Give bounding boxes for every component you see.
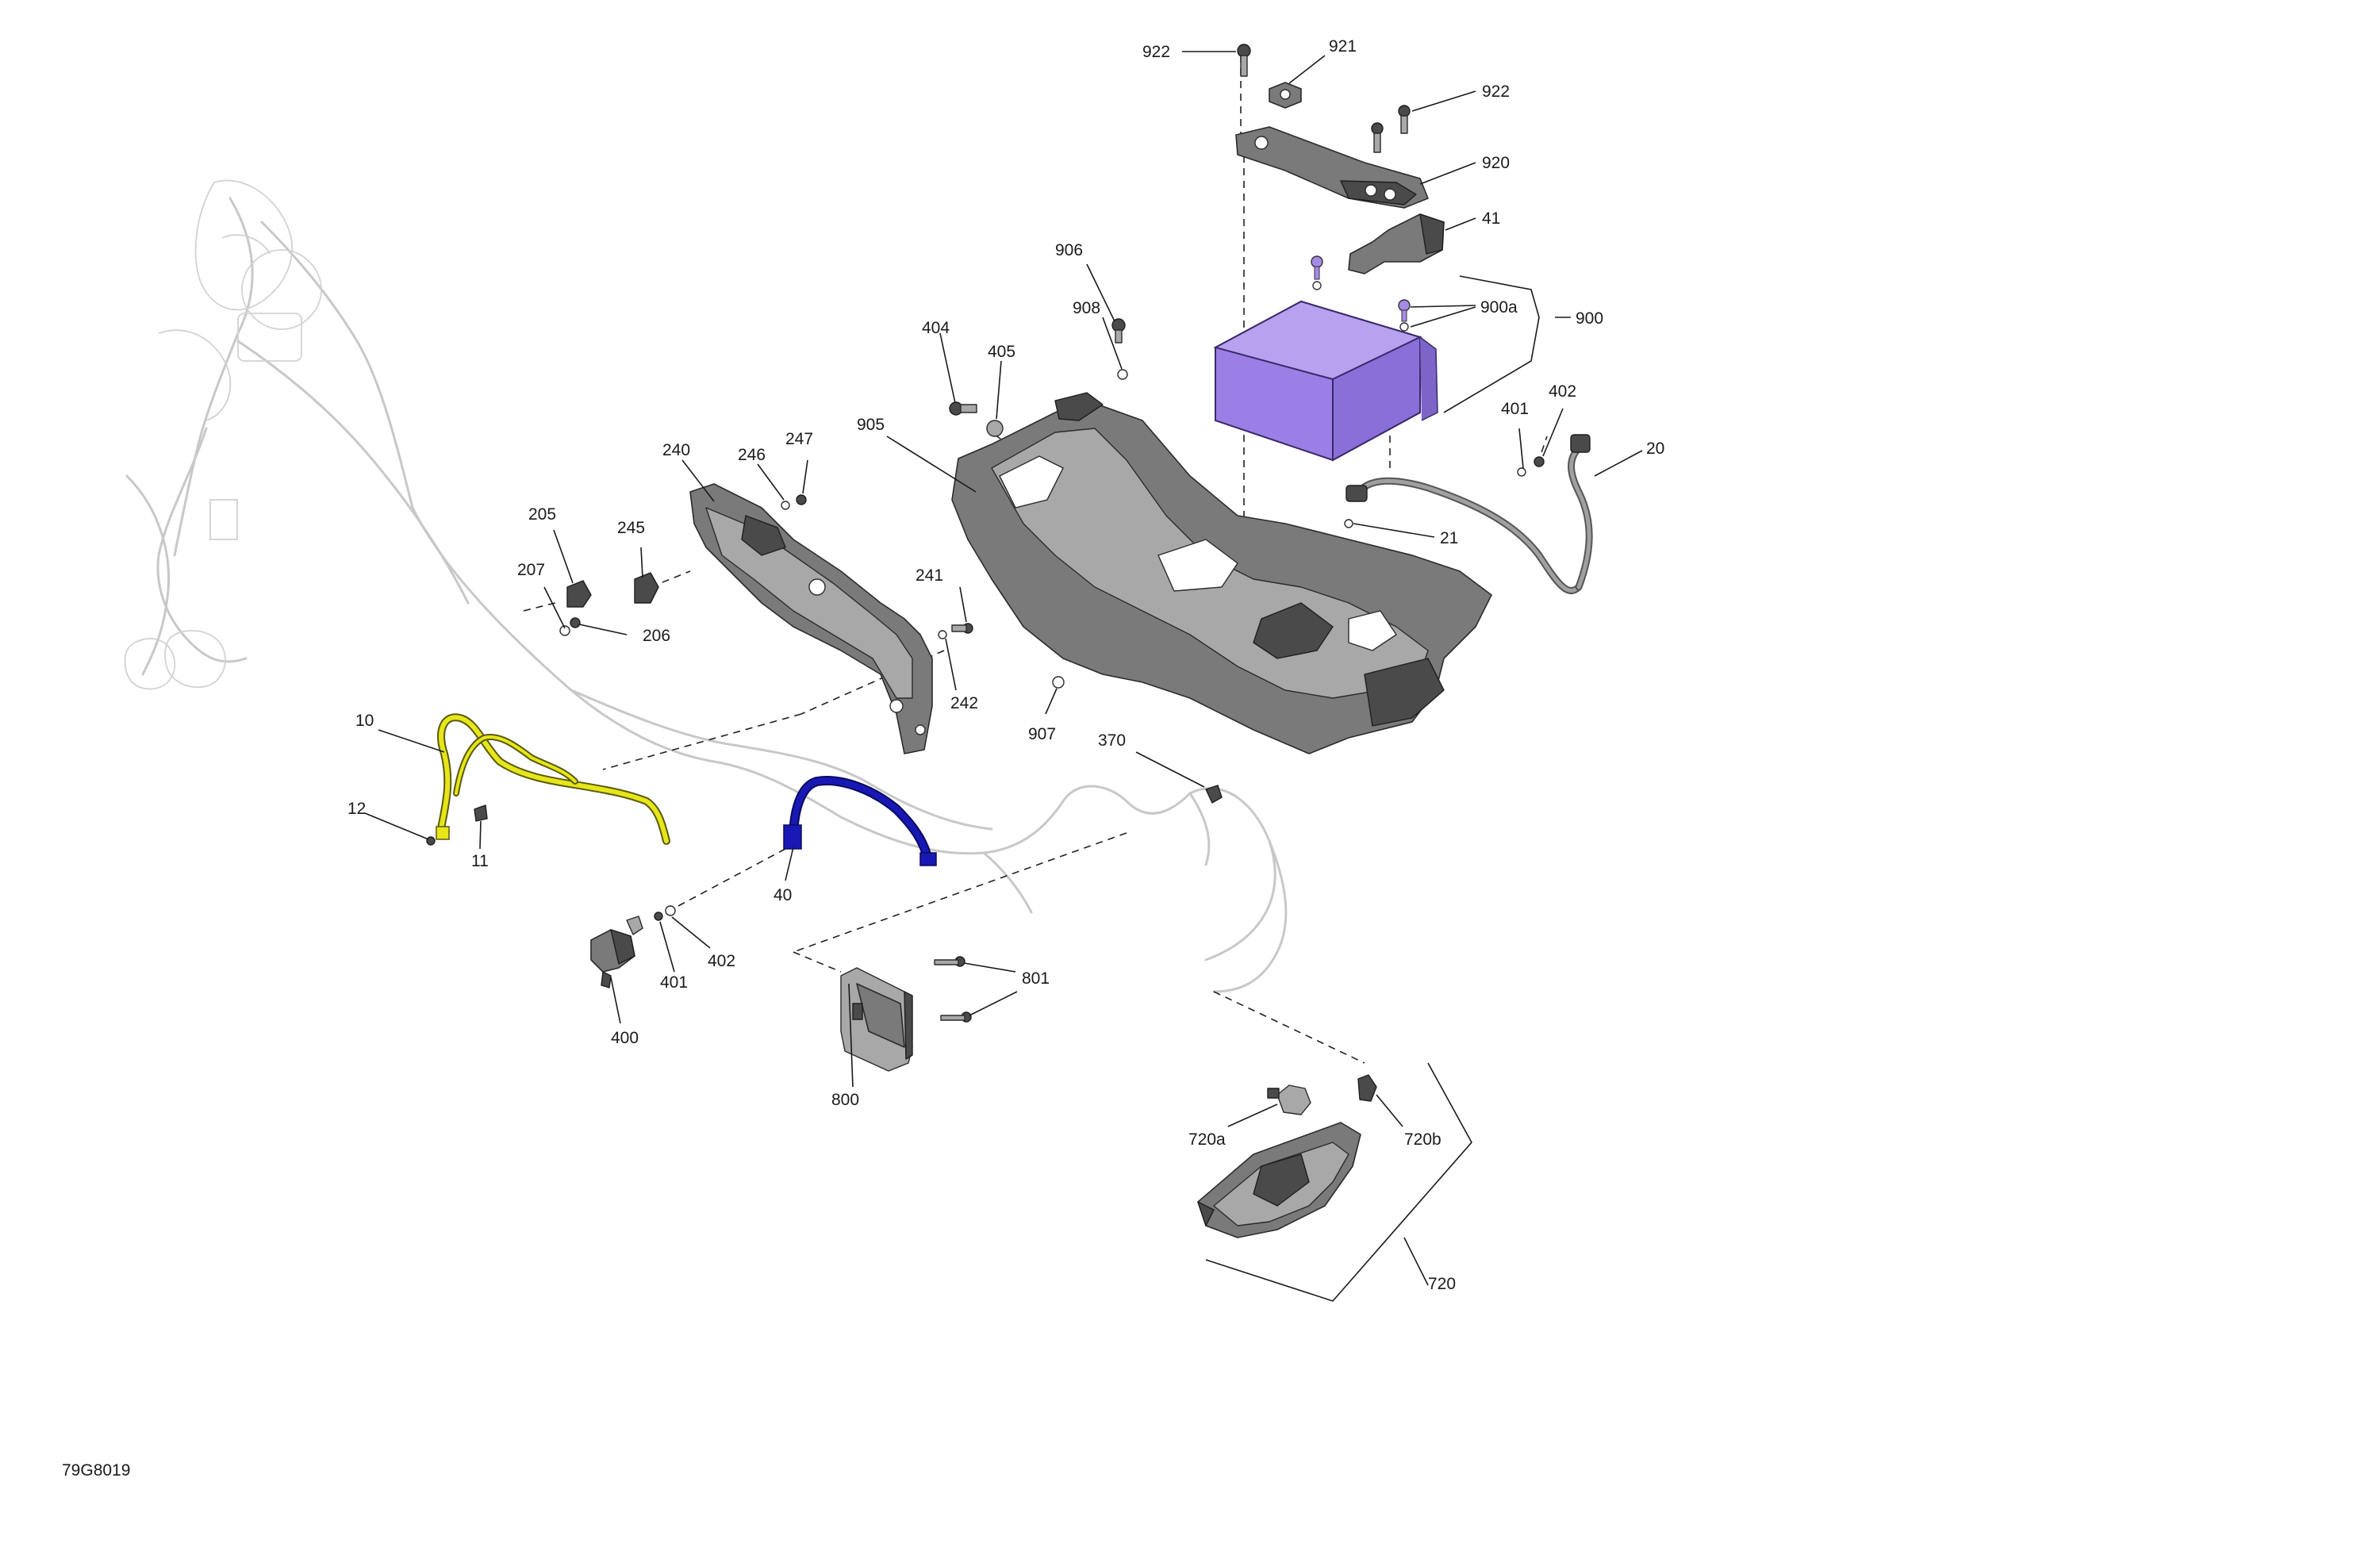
callout-400: 400: [611, 1029, 639, 1047]
callout-205: 205: [528, 505, 556, 524]
terminal-cover-41: [1348, 213, 1445, 274]
battery-900: [1213, 300, 1438, 462]
callout-922: 922: [1142, 43, 1170, 61]
callout-720: 720: [1428, 1275, 1456, 1293]
callout-labels: 922 921 922 920 41 900a 900 906 908 404 …: [347, 37, 1664, 1293]
terminal-screw-900a: [1311, 255, 1411, 332]
callout-801: 801: [1022, 969, 1050, 988]
callout-900: 900: [1576, 309, 1603, 328]
callout-10: 10: [355, 712, 374, 730]
callout-921: 921: [1329, 37, 1357, 56]
module-screws-801: [934, 956, 972, 1023]
callout-405: 405: [988, 343, 1015, 361]
nuts-401-402: [654, 905, 676, 921]
leader-lines: [364, 51, 1643, 1302]
callout-720b: 720b: [1404, 1130, 1441, 1149]
callout-245: 245: [617, 519, 645, 537]
ground-cable-10: [426, 713, 670, 846]
callout-20: 20: [1646, 439, 1664, 458]
callout-920: 920: [1482, 154, 1510, 172]
callout-11: 11: [471, 852, 489, 870]
callout-207: 207: [517, 561, 545, 579]
bracket-nut-921: [1269, 82, 1302, 109]
callout-906: 906: [1055, 241, 1083, 259]
callout-800: 800: [831, 1091, 859, 1109]
drawing-reference-number: 79G8019: [62, 1461, 131, 1480]
callout-21: 21: [1440, 529, 1458, 547]
battery-cable-20: [1344, 434, 1593, 594]
callout-12: 12: [347, 800, 366, 818]
callout-240: 240: [662, 441, 690, 459]
ghost-wiring-harness: [124, 179, 1288, 993]
holder-bolts: [949, 318, 1128, 689]
callout-242: 242: [950, 694, 978, 712]
bolt-922-left: [1237, 44, 1251, 77]
harness-bracket-240: [689, 483, 933, 754]
callout-246: 246: [738, 446, 766, 464]
connector-370: [1205, 785, 1223, 804]
callout-404: 404: [922, 319, 950, 337]
callout-905: 905: [857, 416, 885, 434]
bolt-922-right: [1371, 105, 1411, 153]
callout-401: 401: [660, 973, 688, 992]
callout-401-right: 401: [1501, 400, 1529, 418]
battery-holder-tray-905: [951, 392, 1492, 754]
electronic-module-800: [840, 967, 913, 1072]
callout-41: 41: [1482, 209, 1500, 228]
callout-900a: 900a: [1480, 298, 1518, 317]
callout-241: 241: [916, 566, 943, 585]
callout-247: 247: [785, 430, 813, 448]
callout-402: 402: [708, 952, 735, 970]
callout-206: 206: [643, 627, 670, 645]
callout-40: 40: [774, 886, 792, 904]
battery-hold-down-bracket: [1235, 126, 1429, 209]
positive-cable-40: [783, 776, 937, 866]
tail-light-720: [1197, 1122, 1361, 1238]
bracket-fasteners: [559, 494, 973, 639]
starter-solenoid-400: [590, 915, 643, 988]
callout-908: 908: [1073, 299, 1100, 317]
callout-907: 907: [1028, 725, 1056, 743]
callout-370: 370: [1098, 731, 1126, 750]
socket-720b: [1357, 1074, 1377, 1102]
callout-720a: 720a: [1188, 1130, 1226, 1149]
callout-402-right: 402: [1549, 382, 1576, 401]
bulb-720a: [1267, 1084, 1311, 1115]
callout-922-right: 922: [1482, 83, 1510, 101]
